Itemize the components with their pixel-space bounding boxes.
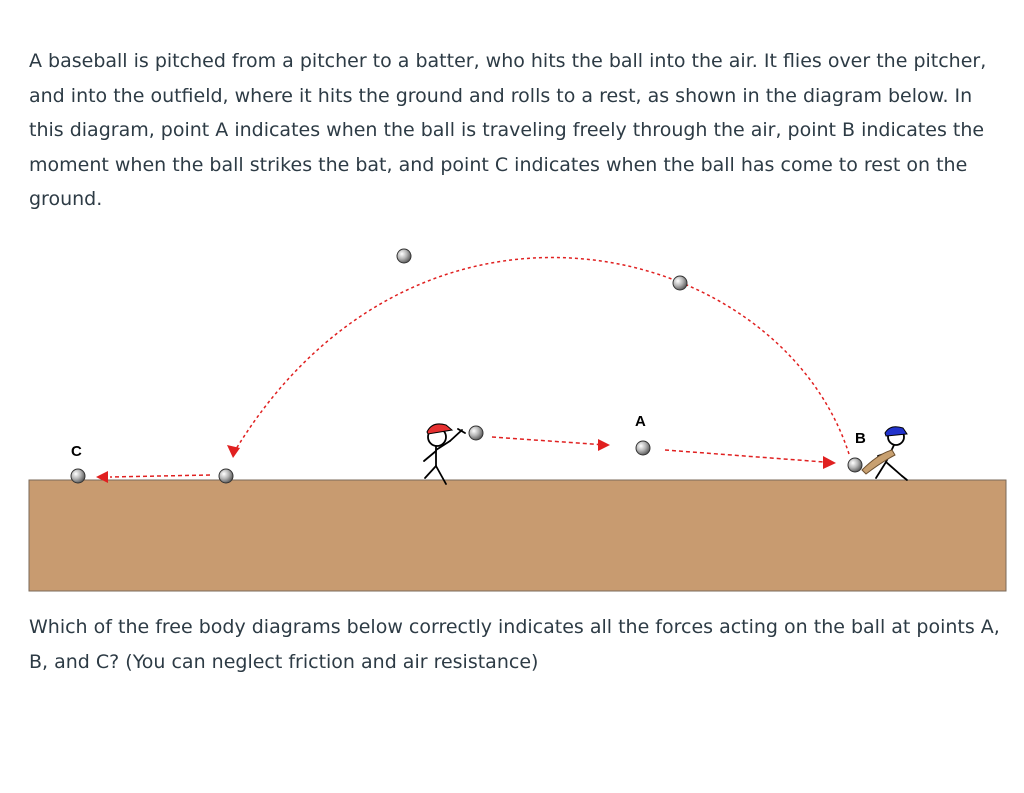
ball-point-b (847, 457, 863, 473)
ball-arc-top (396, 248, 412, 264)
intro-paragraph: A baseball is pitched from a pitcher to … (29, 50, 987, 210)
ball-arc-descending (672, 275, 688, 291)
hit-arc-path (227, 256, 850, 458)
roll-path (96, 471, 211, 483)
pitcher-figure (423, 423, 466, 485)
label-point-b: B (855, 430, 866, 447)
ball-point-a (635, 440, 651, 456)
label-point-c: C (71, 443, 82, 460)
label-point-a: A (635, 413, 646, 430)
ball-point-c (70, 468, 86, 484)
pitch-path (491, 436, 610, 451)
question-paragraph: Which of the free body diagrams below co… (29, 616, 1000, 673)
ball-pitch-release (468, 425, 484, 441)
bat (861, 449, 896, 475)
ball-landing (218, 468, 234, 484)
ground (28, 479, 1007, 592)
pitch-to-bat-path (664, 449, 836, 469)
